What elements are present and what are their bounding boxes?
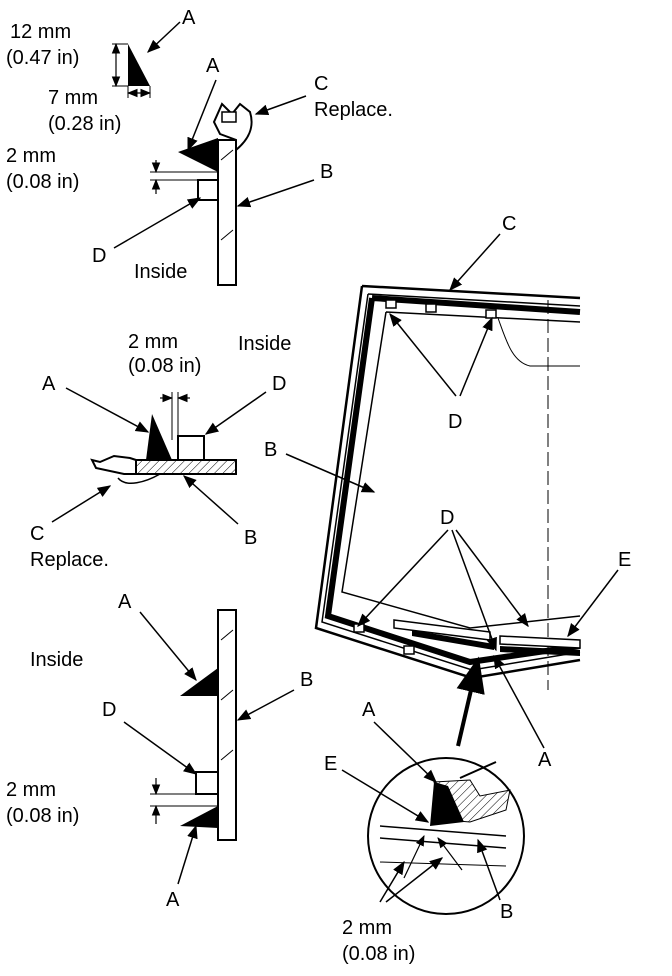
part-a-strip [146,414,172,460]
section-detail-bottom: Inside A B D 2 mm (0.08 in) A [6,591,313,911]
label-a: A [118,591,132,613]
part-a-strip [180,668,218,696]
dim-047in: (0.47 in) [6,47,79,69]
dim-028in: (0.28 in) [48,113,121,135]
label-b: B [244,527,257,549]
spacer-d [195,771,219,795]
dim-008in: (0.08 in) [6,805,79,827]
label-a: A [362,699,376,721]
dim-2mm: 2 mm [6,779,56,801]
dim-2mm: 2 mm [128,331,178,353]
label-a: A [166,889,180,911]
dim-7mm: 7 mm [48,87,98,109]
dim-008in: (0.08 in) [128,355,201,377]
label-c: C [30,523,44,545]
label-a: A [206,55,220,77]
label-a: A [182,7,196,29]
magnified-detail: A E B 2 mm (0.08 in) [324,699,525,965]
molding-c [90,454,137,475]
label-b: B [320,161,333,183]
label-replace: Replace. [314,99,393,121]
label-a: A [42,373,56,395]
dim-12mm: 12 mm [10,21,71,43]
label-d: D [102,699,116,721]
windshield-overview: C D B D E A [264,213,631,771]
label-d: D [440,507,454,529]
label-inside: Inside [134,261,187,283]
label-d: D [272,373,286,395]
dim-2mm: 2 mm [6,145,56,167]
label-b: B [300,669,313,691]
spacer-d [177,435,205,461]
label-e: E [618,549,631,571]
section-detail-middle: 2 mm (0.08 in) Inside A D B C Replace. [30,331,291,571]
label-c: C [502,213,516,235]
label-b: B [500,901,513,923]
section-detail-top: 2 mm (0.08 in) A C Replace. B D Inside [6,55,393,286]
label-c: C [314,73,328,95]
dim-008in: (0.08 in) [6,171,79,193]
part-a-strip [180,806,218,828]
part-a-strip [178,138,218,172]
label-inside: Inside [238,333,291,355]
label-replace: Replace. [30,549,109,571]
label-inside: Inside [30,649,83,671]
spacer-d [197,179,219,201]
label-b: B [264,439,277,461]
part-a-size-detail: 12 mm (0.47 in) A 7 mm (0.28 in) [6,7,196,135]
label-e: E [324,753,337,775]
label-d: D [92,245,106,267]
dim-008in: (0.08 in) [342,943,415,965]
label-d: D [448,411,462,433]
dim-2mm: 2 mm [342,917,392,939]
label-a: A [538,749,552,771]
part-a-profile [128,44,150,86]
